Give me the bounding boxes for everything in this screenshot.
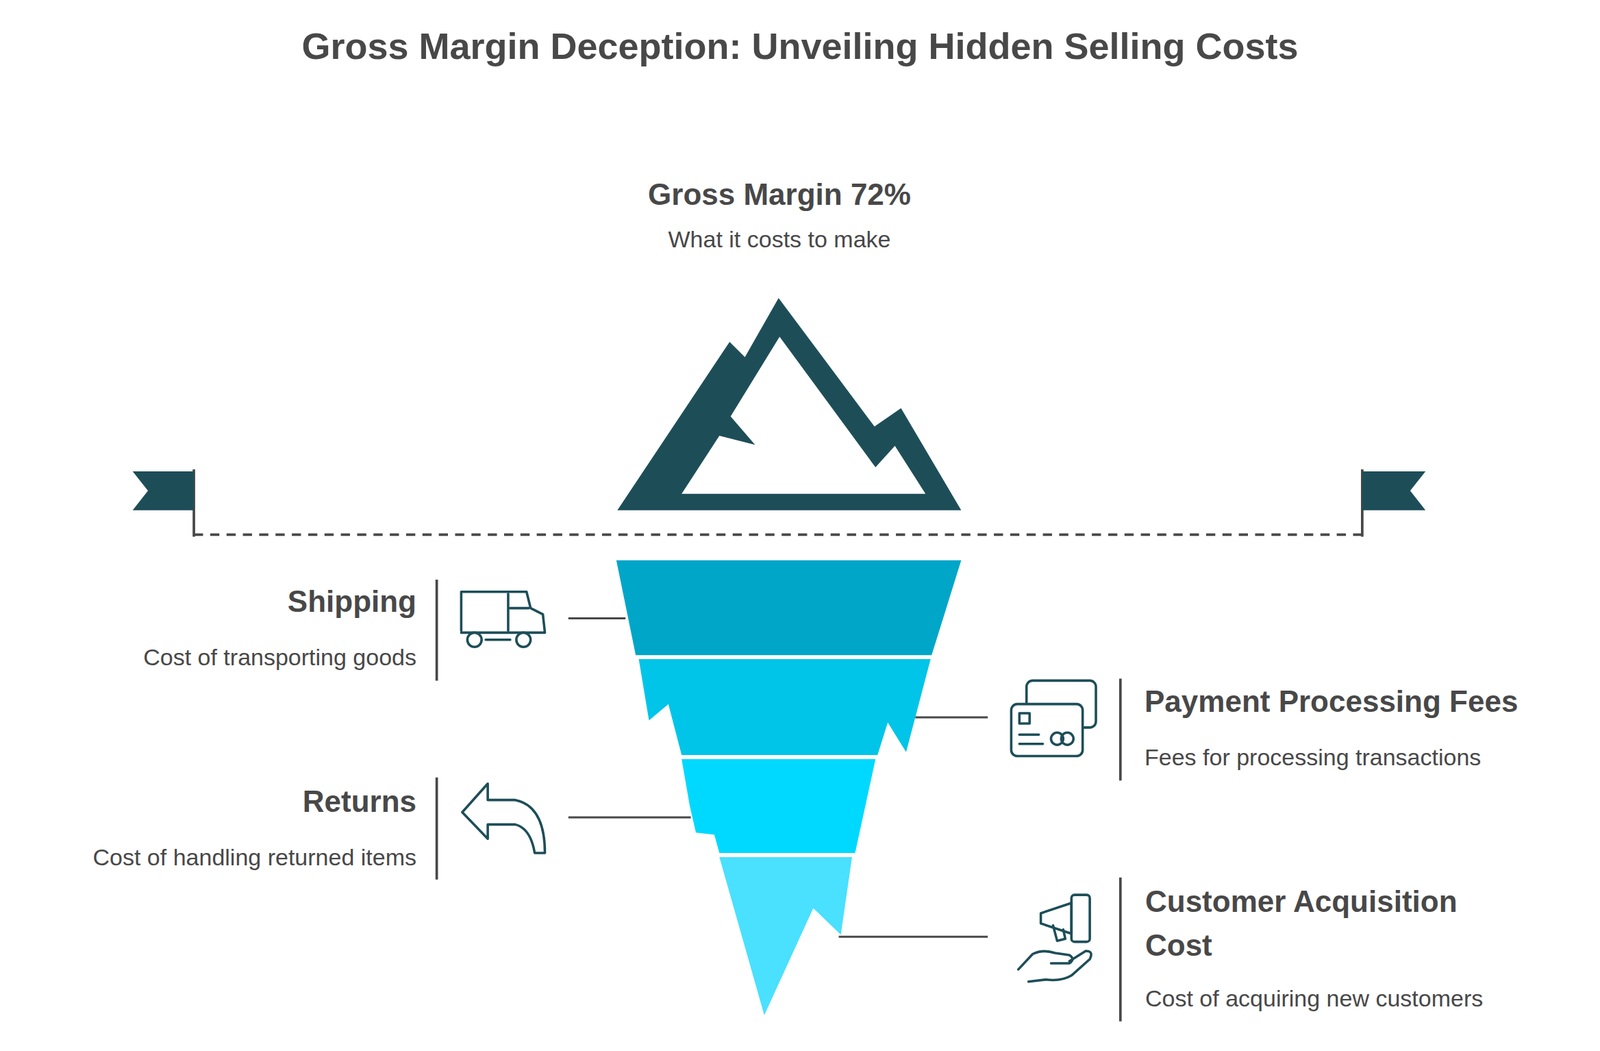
return-icon xyxy=(462,783,546,853)
cost-label: Customer Acquisition CostCost of acquiri… xyxy=(1145,879,1529,1015)
truck-icon xyxy=(460,591,545,647)
iceberg-bands xyxy=(616,560,962,1016)
label-description: What it costs to make xyxy=(471,223,1088,257)
cost-label: ShippingCost of transporting goods xyxy=(32,579,417,674)
label-heading: Returns xyxy=(32,779,417,824)
label-heading: Customer Acquisition Cost xyxy=(1145,879,1529,968)
label-heading: Gross Margin 72% xyxy=(471,172,1088,217)
cost-label: ReturnsCost of handling returned items xyxy=(32,779,417,874)
diagram-title: Gross Margin Deception: Unveiling Hidden… xyxy=(0,24,1600,68)
iceberg-tip xyxy=(617,297,961,511)
label-heading: Payment Processing Fees xyxy=(1144,679,1594,724)
label-description: Cost of acquiring new customers xyxy=(1145,982,1529,1016)
label-bars xyxy=(436,579,1121,1022)
cost-label: Payment Processing FeesFees for processi… xyxy=(1144,679,1594,774)
label-description: Fees for processing transactions xyxy=(1144,741,1594,774)
leader-lines xyxy=(568,618,988,937)
megaphone-hand-icon xyxy=(1018,894,1092,982)
card-icon xyxy=(1010,680,1096,756)
label-description: Cost of handling returned items xyxy=(32,841,417,874)
label-heading: Shipping xyxy=(32,579,417,624)
summit-label: Gross Margin 72% What it costs to make xyxy=(471,172,1088,256)
label-description: Cost of transporting goods xyxy=(32,641,417,674)
